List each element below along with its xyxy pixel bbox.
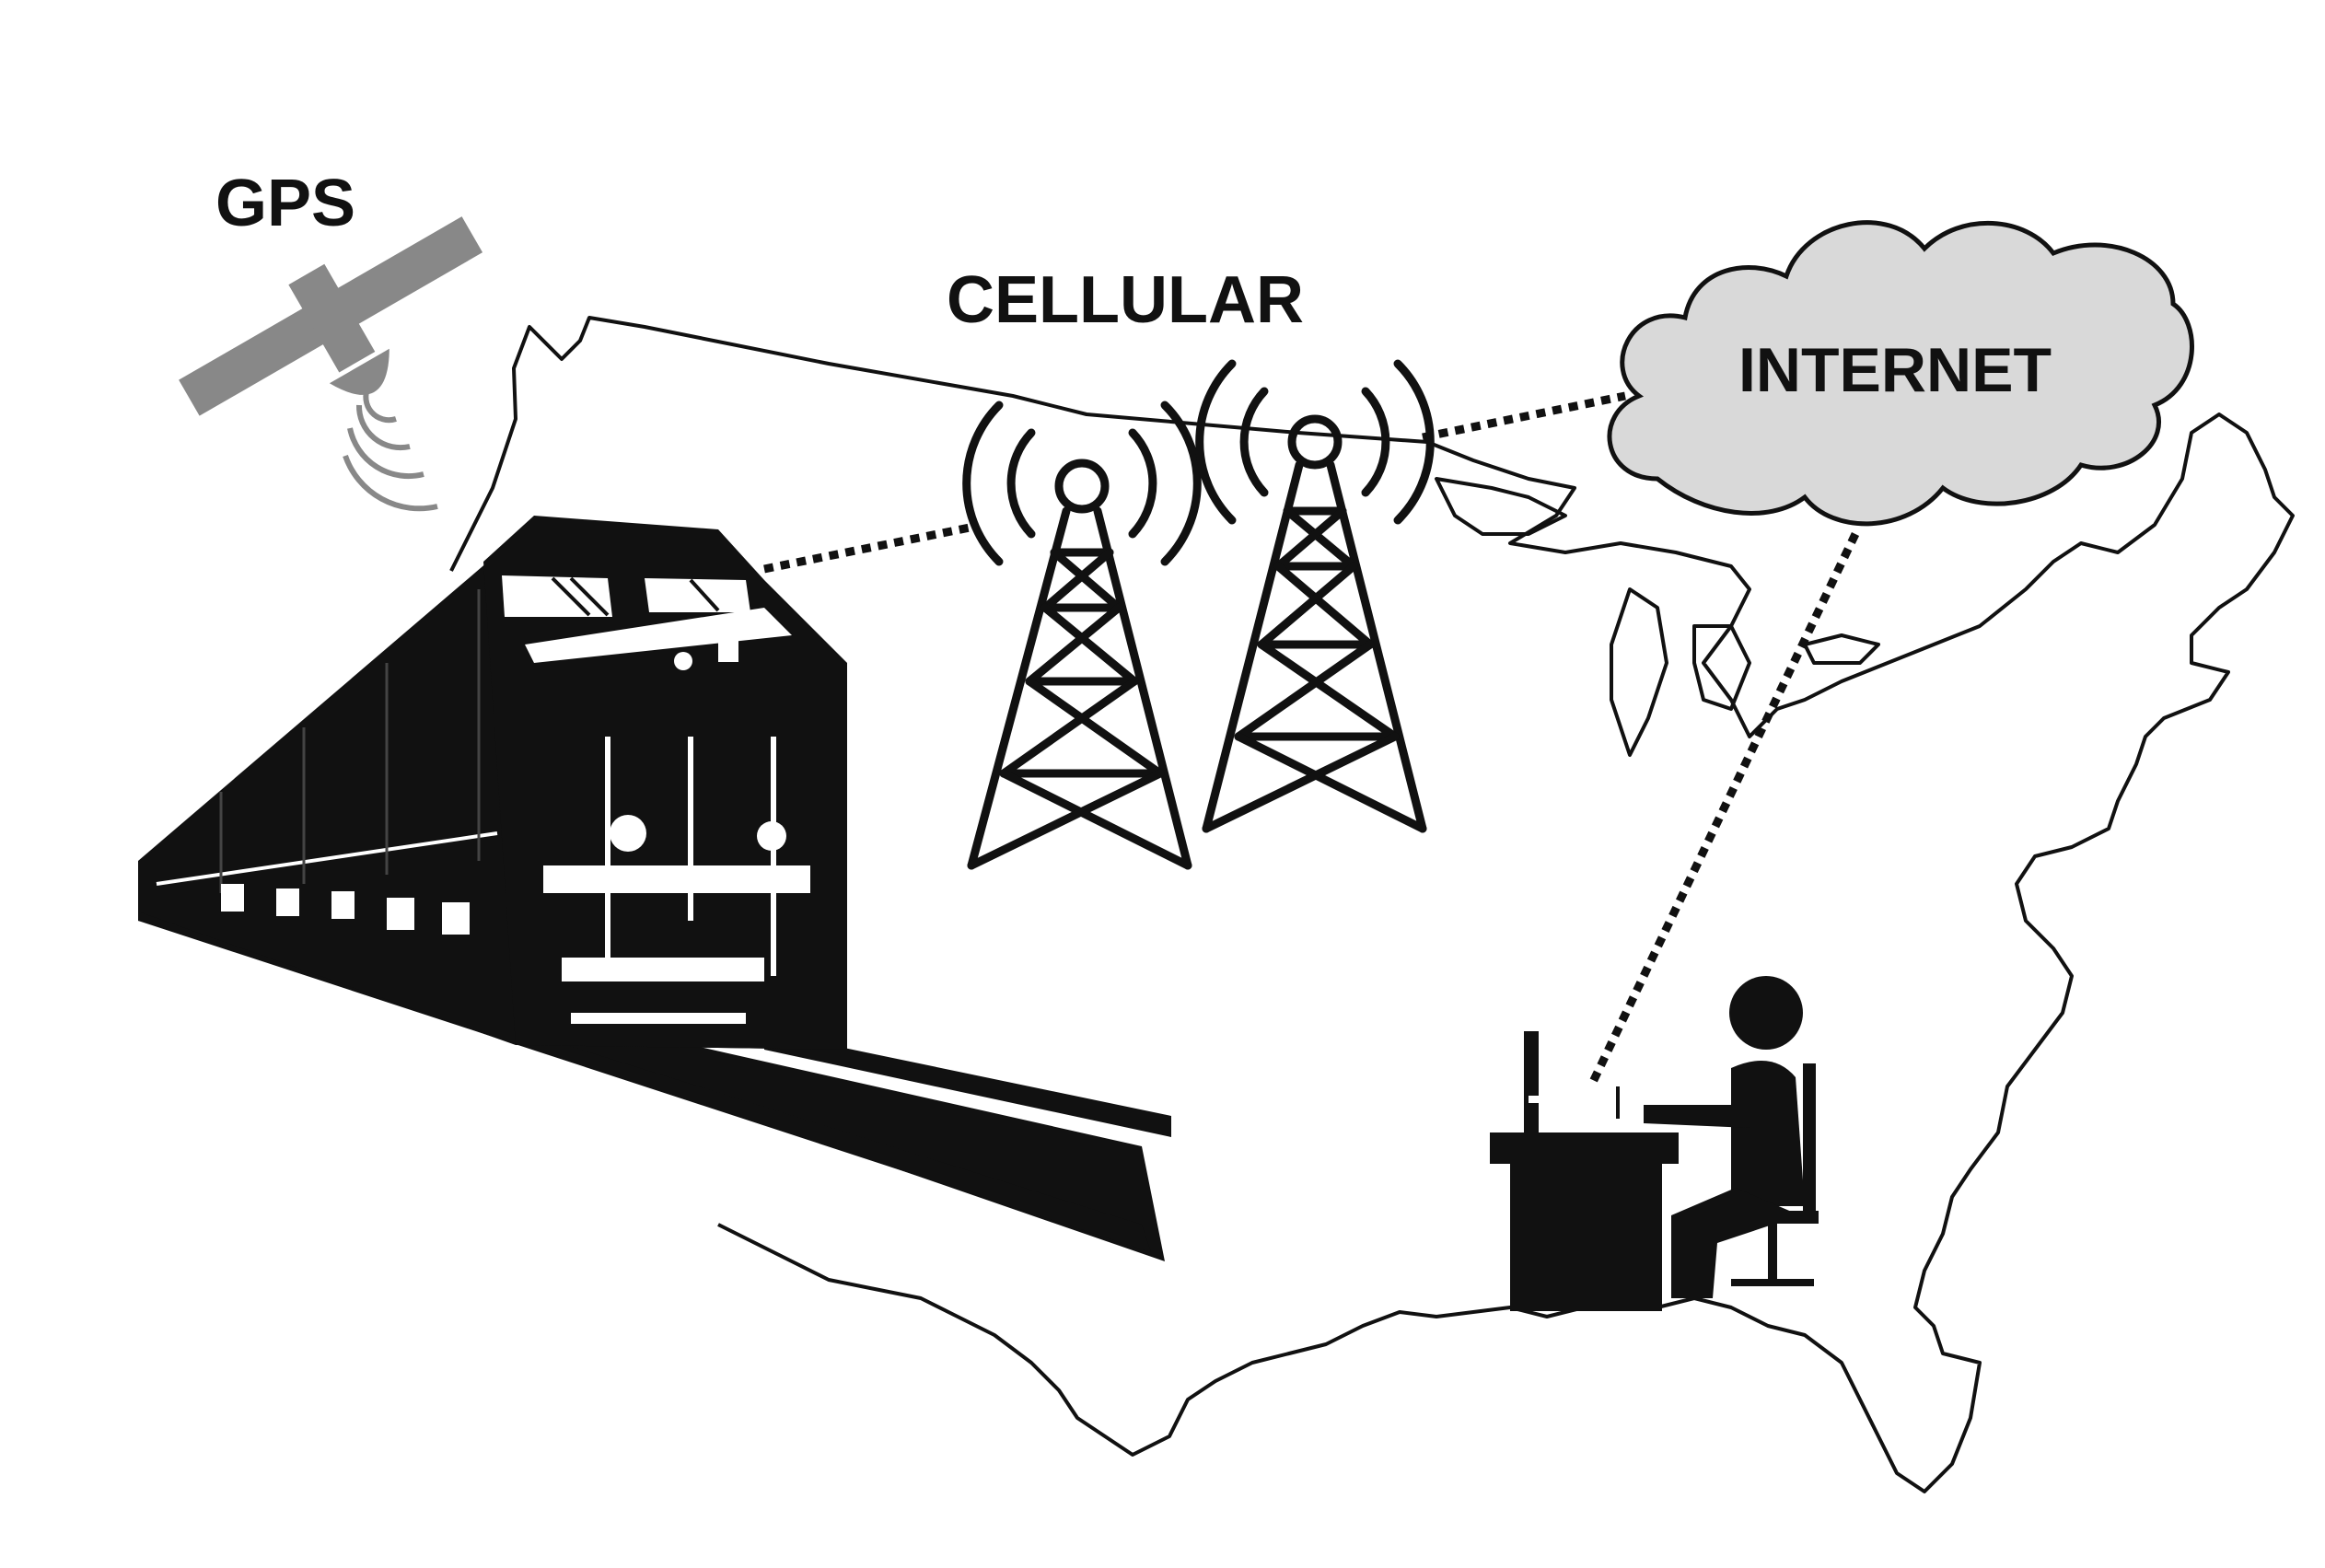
satellite-icon [179,216,483,416]
signal-waves-icon [343,385,438,512]
internet-to-office-link [1588,532,1860,1084]
cell-tower-icon [1195,359,1435,833]
cell-tower-icon [962,401,1202,870]
internet-label: INTERNET [1738,335,2052,405]
train-to-tower-link [763,522,975,574]
cellular-label: CELLULAR [947,263,1304,337]
locomotive-icon [138,516,847,1050]
gps-label: GPS [215,167,355,240]
us-map-outline [449,316,2295,1493]
cloud-icon [1607,220,2194,527]
connection-links [763,391,1860,1084]
person-at-computer-icon [1490,976,1819,1311]
tower-to-internet-link [1422,391,1626,442]
